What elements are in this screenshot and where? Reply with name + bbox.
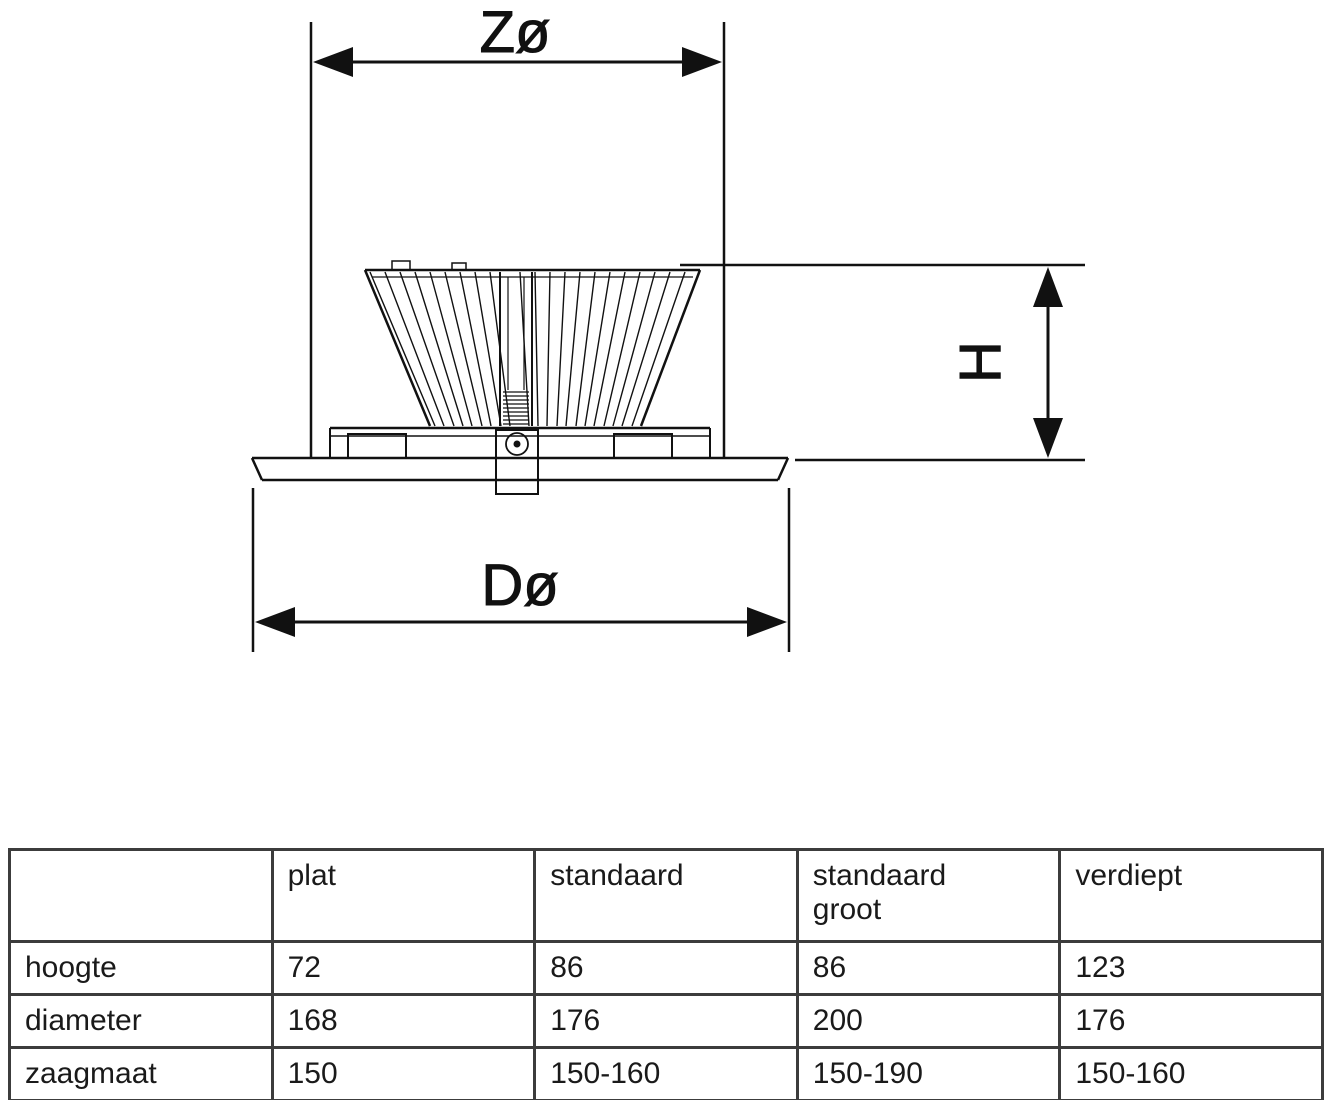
- dimension-h: H: [680, 263, 1085, 462]
- table-cell: 86: [795, 940, 1062, 996]
- header-plat: plat: [270, 848, 537, 943]
- threaded-rod: [503, 391, 529, 425]
- table-row-zaagmaat: zaagmaat 150 150-160 150-190 150-160: [8, 1046, 1324, 1100]
- heatsink-fins: [369, 271, 686, 427]
- table-cell: 150-160: [1058, 1046, 1324, 1100]
- table-cell: 150-160: [533, 1046, 799, 1100]
- table-cell: 86: [533, 940, 799, 996]
- spring-clip-left: [347, 433, 407, 459]
- header-standaard: standaard: [533, 848, 799, 943]
- arrowhead-down-icon: [1033, 418, 1063, 458]
- row-label: diameter: [8, 993, 274, 1049]
- arrowhead-right-icon: [682, 47, 722, 77]
- table-cell: 176: [533, 993, 799, 1049]
- downlight-technical-drawing: Zø: [250, 0, 1085, 652]
- arrowhead-up-icon: [1033, 267, 1063, 307]
- spec-table: plat standaard standaard groot verdiept …: [8, 848, 1324, 1100]
- fixing-bracket: [495, 429, 539, 495]
- dimension-do: Dø: [251, 488, 791, 652]
- arrowhead-left-icon: [313, 47, 353, 77]
- dimension-label-zo: Zø: [480, 0, 551, 65]
- spring-clip-right: [613, 433, 673, 459]
- dimension-zo: Zø: [309, 0, 726, 458]
- header-empty: [8, 848, 274, 943]
- table-cell: 200: [795, 993, 1062, 1049]
- table-cell: 150: [270, 1046, 537, 1100]
- header-standaard-groot: standaard groot: [795, 848, 1062, 943]
- table-row-hoogte: hoogte 72 86 86 123: [8, 940, 1324, 996]
- table-cell: 176: [1058, 993, 1324, 1049]
- arrowhead-left-icon: [255, 607, 295, 637]
- screw-head-icon: [505, 432, 529, 456]
- table-cell: 150-190: [795, 1046, 1062, 1100]
- row-label: zaagmaat: [8, 1046, 274, 1100]
- dimension-label-h: H: [948, 341, 1013, 383]
- table-cell: 72: [270, 940, 537, 996]
- lamp-body: [250, 260, 790, 495]
- table-header-row: plat standaard standaard groot verdiept: [8, 848, 1324, 943]
- table-cell: 123: [1058, 940, 1324, 996]
- header-verdiept: verdiept: [1058, 848, 1324, 943]
- table-row-diameter: diameter 168 176 200 176: [8, 993, 1324, 1049]
- arrowhead-right-icon: [747, 607, 787, 637]
- row-label: hoogte: [8, 940, 274, 996]
- dimension-label-do: Dø: [481, 553, 558, 618]
- table-cell: 168: [270, 993, 537, 1049]
